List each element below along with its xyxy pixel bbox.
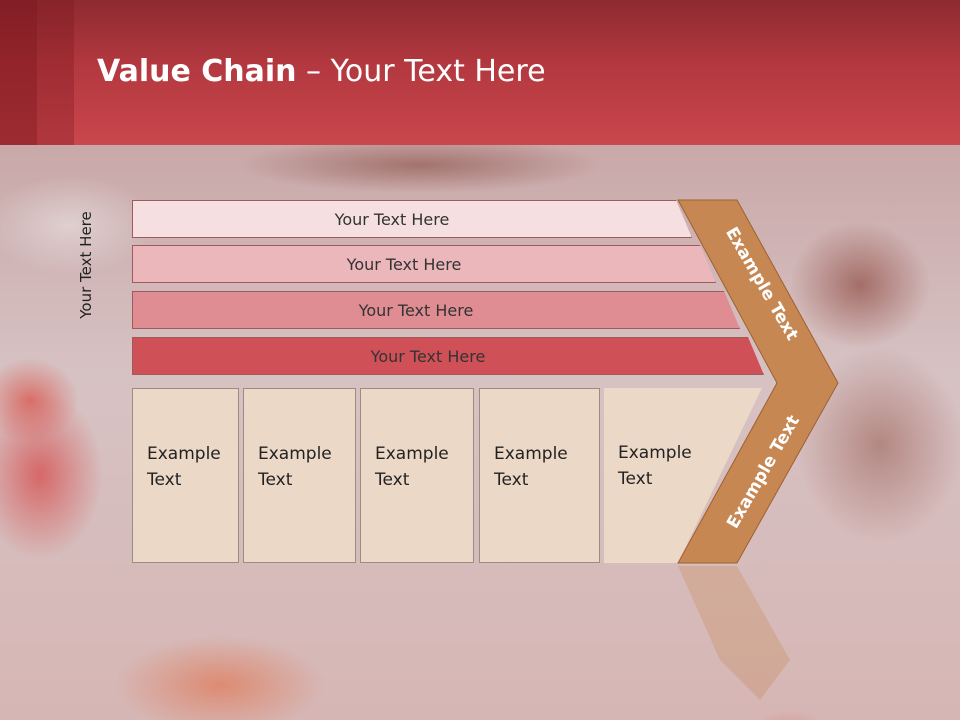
value-bar-2[interactable]: Your Text Here (132, 245, 716, 283)
column-label: Example (618, 443, 692, 463)
column-label: Example (258, 444, 332, 464)
column-label: Text (258, 470, 293, 490)
title-bar: Value Chain – Your Text Here (0, 0, 960, 145)
column-label: Text (375, 470, 410, 490)
header-stripe (37, 0, 74, 145)
column-label: Text (494, 470, 529, 490)
column-label: Example (494, 444, 568, 464)
column-label: Text (147, 470, 182, 490)
column-label: Example (147, 444, 221, 464)
value-bar-4[interactable]: Your Text Here (132, 337, 764, 375)
chevron-reflection (678, 566, 790, 700)
column-label: Example (375, 444, 449, 464)
column-label: Text (618, 469, 653, 489)
chevron-shape (677, 199, 839, 564)
header-stripe (0, 0, 37, 145)
value-bar-1[interactable]: Your Text Here (132, 200, 692, 238)
slide-title[interactable]: Value Chain – Your Text Here (97, 54, 546, 89)
value-bar-3[interactable]: Your Text Here (132, 291, 740, 329)
